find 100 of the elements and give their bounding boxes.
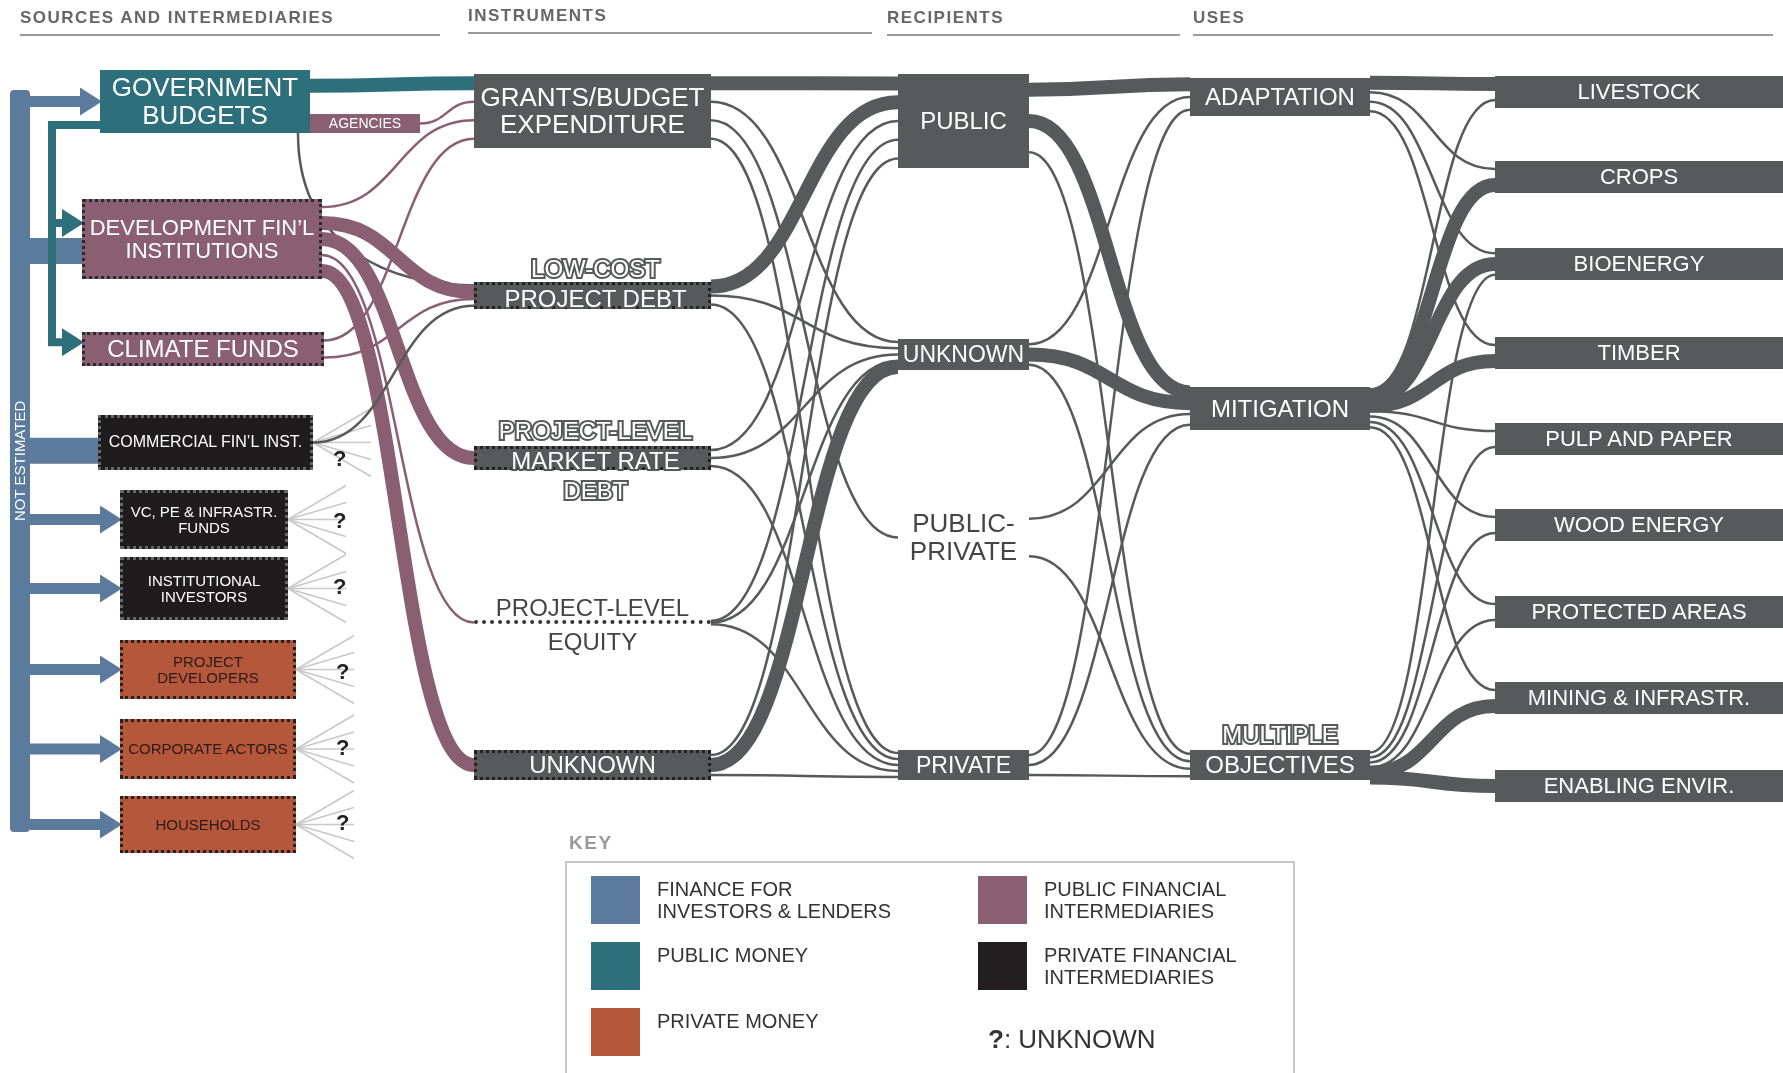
arrow (30, 655, 122, 684)
column-header: SOURCES AND INTERMEDIARIES (20, 8, 440, 36)
flow-line (709, 95, 900, 294)
flow-bar: ADAPTATION (1190, 78, 1370, 116)
use-bar: PROTECTED AREAS (1495, 596, 1783, 628)
column-header: INSTRUMENTS (468, 6, 872, 34)
flow-line (710, 138, 899, 622)
arrow (30, 810, 122, 839)
flow-line (1369, 445, 1496, 759)
flow-line (710, 353, 899, 460)
unknown-mark: ? (336, 810, 350, 836)
flow-line (1028, 95, 1191, 346)
flow-line (1369, 770, 1496, 793)
flow-line (1028, 423, 1191, 767)
flow-line (710, 359, 899, 624)
intermediary-box: DEVELOPMENT FIN’L INSTITUTIONS (82, 199, 322, 279)
use-bar: PULP AND PAPER (1495, 423, 1783, 455)
flow-line (1028, 555, 1191, 770)
flow-line (30, 437, 98, 464)
flow-line (323, 297, 475, 359)
flow-line (710, 100, 899, 344)
node-label: PROJECT-LEVEL MARKET RATE DEBT (497, 416, 695, 506)
flow-line (1369, 91, 1496, 171)
flow-bar: GRANTS/BUDGET EXPENDITURE (474, 74, 711, 148)
flow-line (710, 622, 899, 773)
flow-line (1028, 412, 1191, 520)
column-header: USES (1193, 8, 1773, 36)
arrow (30, 574, 122, 603)
flow-line (1369, 100, 1496, 255)
unknown-mark: ? (336, 659, 350, 685)
investor-box: PROJECT DEVELOPERS (120, 640, 296, 699)
flow-line (710, 464, 899, 767)
flow-line (1028, 363, 1191, 763)
legend-title: KEY (569, 832, 613, 854)
use-bar: WOOD ENERGY (1495, 509, 1783, 541)
flow-line (1369, 531, 1496, 764)
flow-line (321, 119, 475, 209)
flow-line (710, 119, 899, 452)
arrow (30, 735, 122, 763)
flow-line (710, 119, 899, 539)
flow-line (1369, 409, 1496, 433)
flow-line (1369, 420, 1496, 606)
investor-box: CORPORATE ACTORS (120, 719, 296, 779)
flow-line (1369, 415, 1496, 519)
flow-line (1369, 426, 1496, 692)
flow-bar: MITIGATION (1190, 387, 1370, 430)
agency-band: AGENCIES (310, 114, 420, 133)
unknown-mark: ? (333, 446, 347, 472)
use-bar: TIMBER (1495, 337, 1783, 369)
use-bar: ENABLING ENVIR. (1495, 770, 1783, 802)
flow-line (312, 304, 475, 444)
unknown-mark: ? (333, 508, 347, 534)
unknown-mark: ? (336, 735, 350, 761)
flow-line (711, 773, 898, 779)
legend-label: ?: UNKNOWN (988, 1024, 1156, 1054)
use-bar: BIOENERGY (1495, 248, 1783, 280)
flow-line (1028, 347, 1191, 411)
flow-line (1369, 110, 1496, 347)
flow-line (1029, 773, 1190, 778)
intermediary-box: CLIMATE FUNDS (82, 332, 324, 366)
flow-line (309, 76, 475, 93)
intermediary-box: COMMERCIAL FIN’L INST. (98, 415, 313, 470)
flow-line (1369, 75, 1496, 91)
flow-line (321, 253, 475, 624)
use-bar: CROPS (1495, 161, 1783, 193)
legend-label: PUBLIC FINANCIAL INTERMEDIARIES (1044, 878, 1227, 922)
intermediary-box: VC, PE & INFRASTR. FUNDS (120, 490, 288, 549)
flow-line (1369, 354, 1496, 413)
flow-line (320, 232, 476, 465)
legend-label: PRIVATE FINANCIAL INTERMEDIARIES (1044, 944, 1237, 988)
flow-bar: PRIVATE (898, 750, 1029, 780)
flow-line (30, 238, 82, 264)
flow-bar: UNKNOWN (474, 750, 711, 780)
flow-line (711, 76, 898, 91)
trunk-bar: NOT ESTIMATED (10, 90, 30, 832)
node-label: PUBLIC-PRIVATE (898, 500, 1029, 575)
source-box: GOVERNMENT BUDGETS (100, 70, 310, 133)
legend-label: FINANCE FOR INVESTORS & LENDERS (657, 878, 893, 922)
flow-line (1028, 77, 1191, 97)
investor-box: HOUSEHOLDS (120, 796, 296, 853)
flow-line (419, 100, 475, 125)
node-label: LOW-COST PROJECT DEBT (503, 253, 688, 314)
arrow (30, 505, 122, 534)
flow-line (321, 216, 475, 300)
intermediary-box: INSTITUTIONAL INVESTORS (120, 557, 288, 620)
flow-line (1369, 273, 1496, 754)
node-label: PROJECT-LEVEL EQUITY (494, 592, 691, 657)
column-header: RECIPIENTS (887, 8, 1180, 36)
unknown-mark: ? (333, 574, 347, 600)
flow-line (710, 294, 899, 350)
use-bar: MINING & INFRASTR. (1495, 682, 1783, 714)
node-label: MULTIPLE OBJECTIVES (1204, 720, 1356, 780)
flow-line (323, 137, 475, 342)
flow-bar: UNKNOWN (898, 339, 1029, 370)
flow-line (710, 303, 899, 761)
use-bar: LIVESTOCK (1495, 76, 1783, 108)
flow-bar: PUBLIC (898, 74, 1029, 168)
arrow (30, 87, 102, 116)
legend-label: PRIVATE MONEY (657, 1010, 820, 1032)
legend-label: PUBLIC MONEY (657, 944, 810, 966)
